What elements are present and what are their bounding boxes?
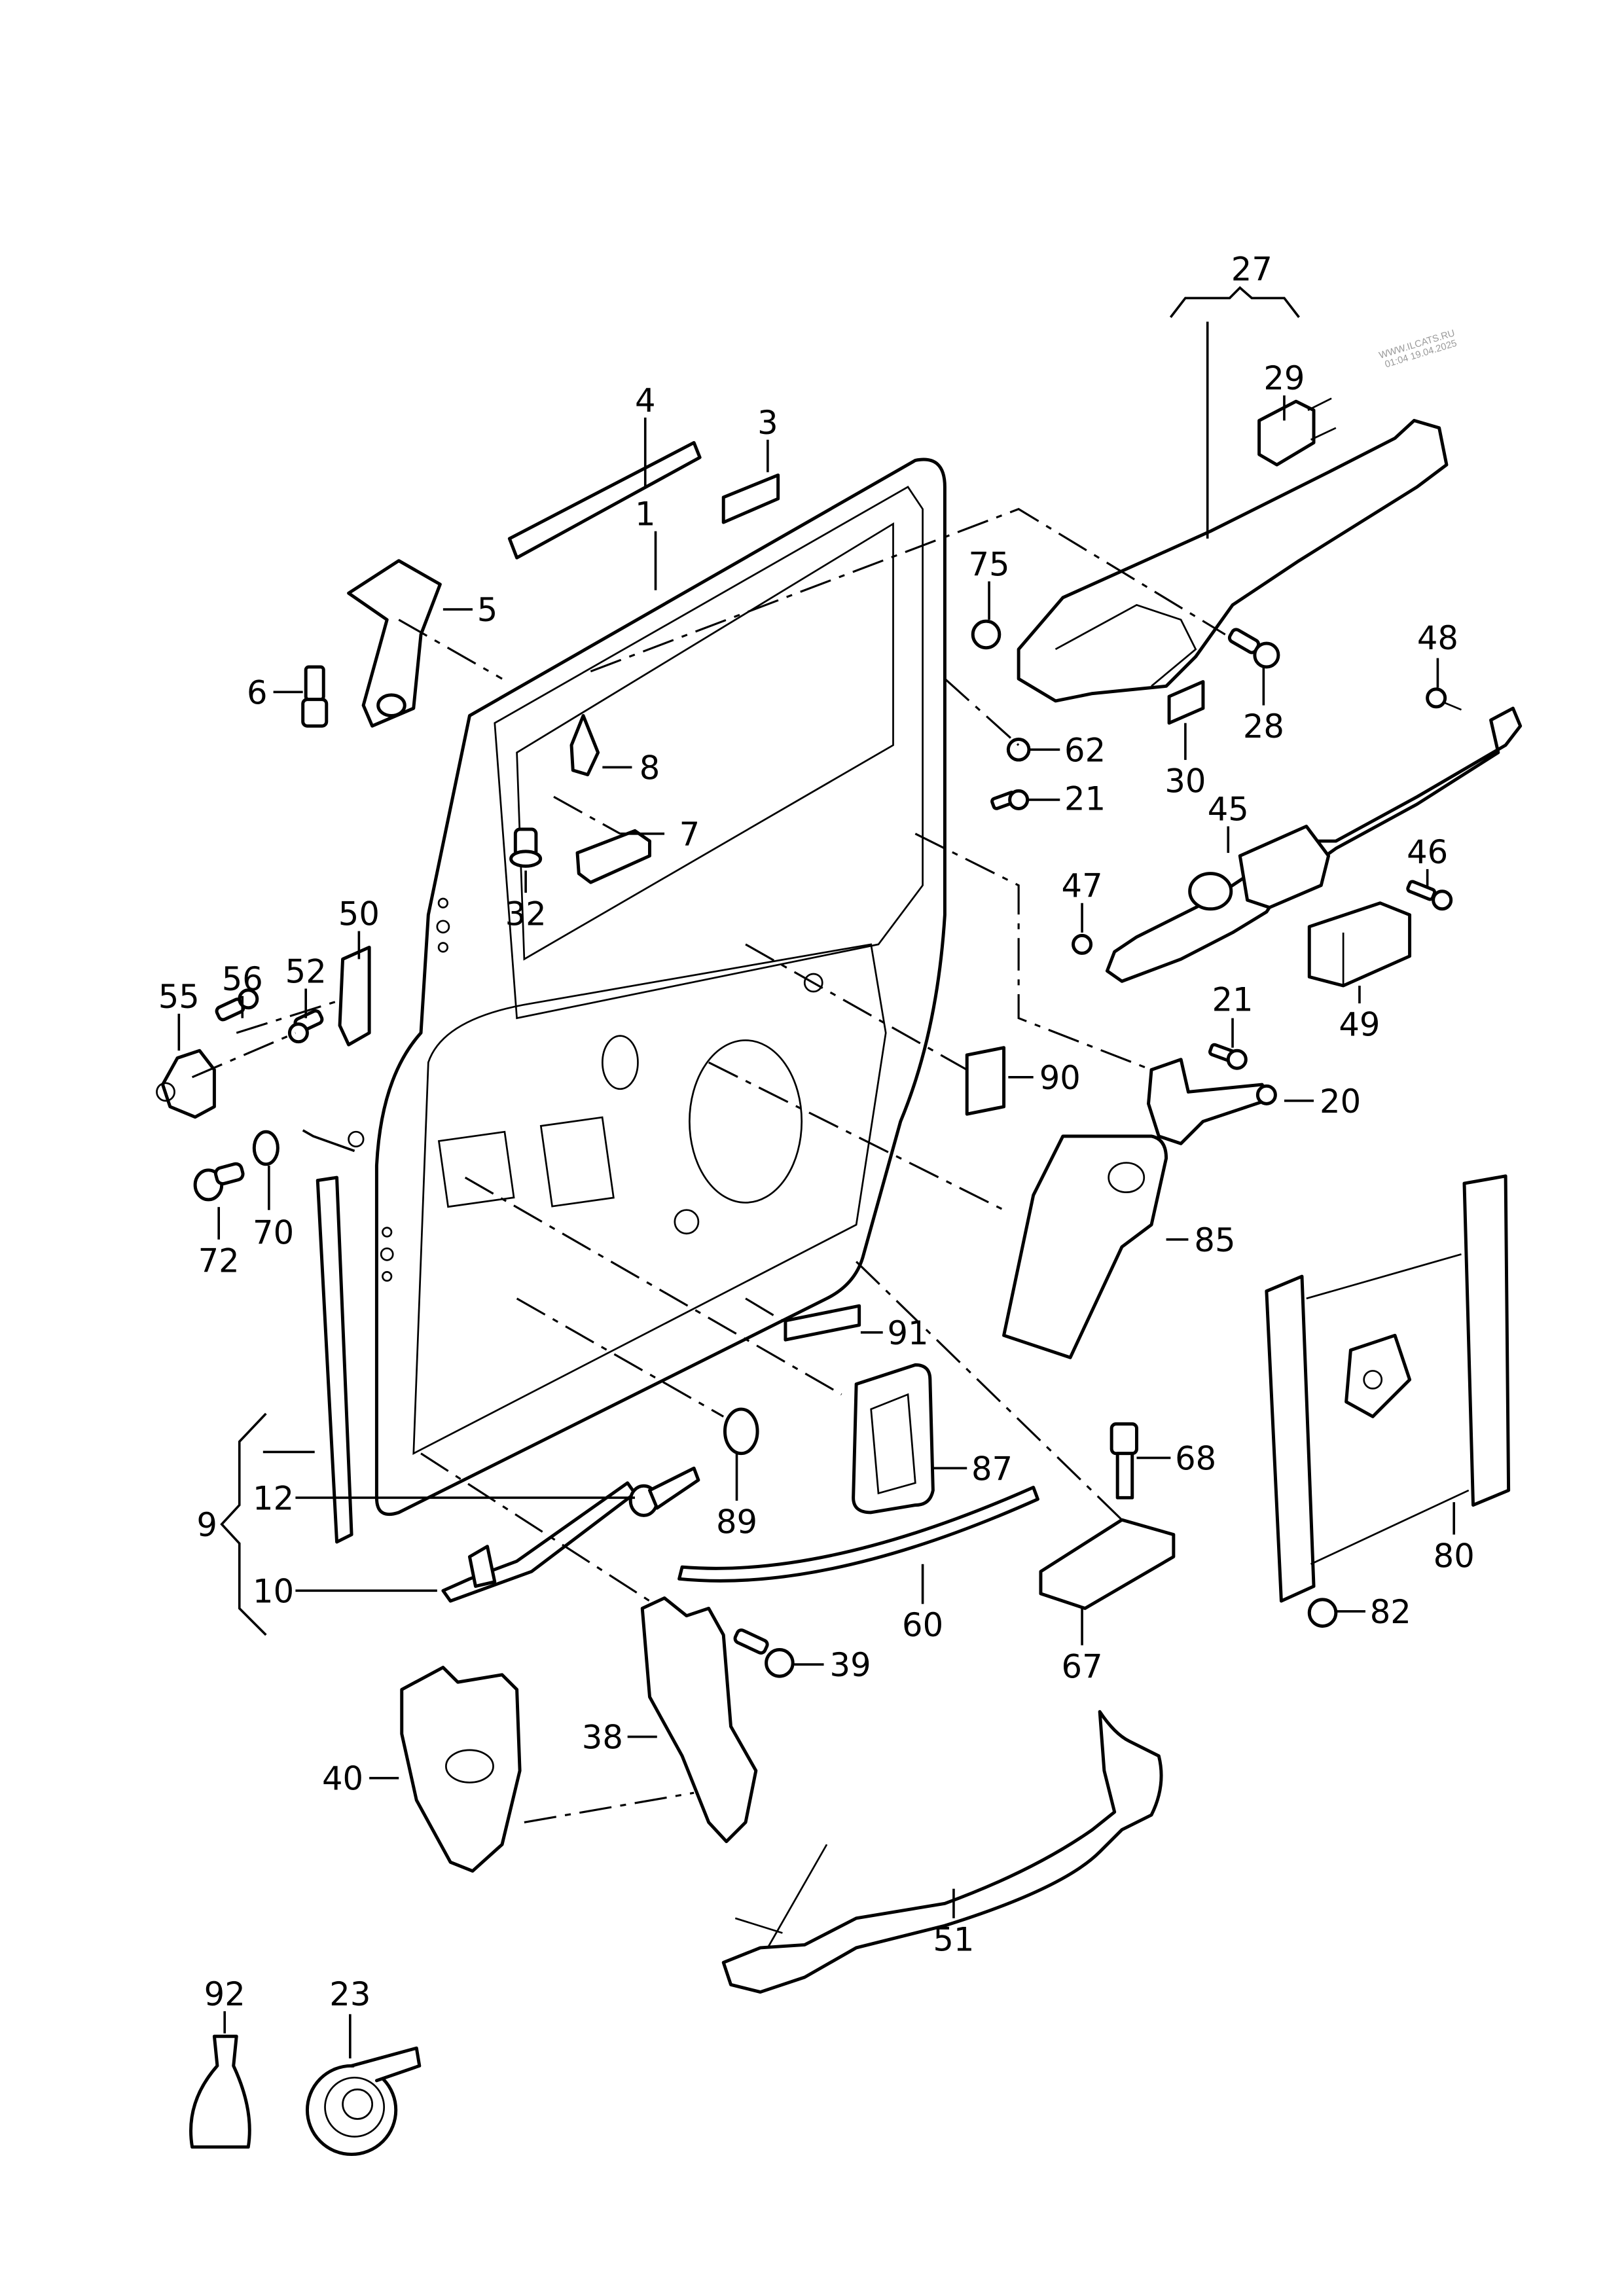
- callout-60[interactable]: 60: [902, 1606, 943, 1644]
- callout-90[interactable]: 90: [1039, 1059, 1081, 1097]
- callout-21-lower[interactable]: 21: [1212, 980, 1253, 1018]
- bushing-70[interactable]: [252, 1130, 280, 1166]
- guide-rod-10[interactable]: [441, 1481, 637, 1603]
- guide-block-67[interactable]: [1039, 1518, 1176, 1610]
- cap-75[interactable]: [971, 619, 1001, 650]
- label-sticker[interactable]: [721, 473, 780, 524]
- callout-91[interactable]: 91: [887, 1314, 928, 1352]
- callout-40[interactable]: 40: [322, 1760, 363, 1798]
- callout-70[interactable]: 70: [253, 1214, 294, 1252]
- callout-48[interactable]: 48: [1417, 619, 1458, 657]
- callout-49[interactable]: 49: [1339, 1006, 1380, 1044]
- callout-75[interactable]: 75: [968, 545, 1009, 583]
- bolt-6[interactable]: [301, 665, 329, 728]
- cover-40[interactable]: [400, 1666, 522, 1873]
- screw-21-lower[interactable]: [1208, 1043, 1248, 1070]
- callout-92[interactable]: 92: [204, 1975, 245, 2013]
- callout-51[interactable]: 51: [933, 1920, 974, 1958]
- mounting-bracket[interactable]: [347, 559, 442, 728]
- callout-56[interactable]: 56: [222, 960, 263, 998]
- window-trim-strip[interactable]: [507, 440, 702, 560]
- callout-55[interactable]: 55: [158, 978, 200, 1016]
- callout-52[interactable]: 52: [285, 952, 327, 990]
- bolt-56[interactable]: [215, 988, 259, 1022]
- striker-55[interactable]: [156, 1049, 216, 1119]
- retaining-clip[interactable]: [569, 713, 600, 777]
- pin-72[interactable]: [193, 1162, 245, 1202]
- nut-82[interactable]: [1307, 1598, 1338, 1628]
- watermark: WWW.ILCATS.RU 01:04 19.04.2025: [1378, 328, 1458, 370]
- callout-32[interactable]: 32: [505, 895, 547, 933]
- bolt-39[interactable]: [733, 1628, 795, 1678]
- window-regulator-80[interactable]: [1265, 1174, 1511, 1603]
- callout-9[interactable]: 9: [196, 1506, 217, 1544]
- bolt-28[interactable]: [1227, 628, 1280, 669]
- callout-38[interactable]: 38: [582, 1719, 623, 1757]
- callout-85[interactable]: 85: [1194, 1221, 1235, 1259]
- screw-21-upper[interactable]: [990, 789, 1030, 810]
- callout-87[interactable]: 87: [971, 1450, 1013, 1488]
- bolt-52[interactable]: [287, 1009, 324, 1044]
- bolt-68[interactable]: [1110, 1422, 1138, 1499]
- upper-rail-assembly[interactable]: [1017, 419, 1449, 703]
- callout-28[interactable]: 28: [1243, 708, 1284, 745]
- callout-7[interactable]: 7: [679, 816, 700, 853]
- callout-27[interactable]: 27: [1231, 250, 1272, 288]
- callout-50[interactable]: 50: [338, 895, 380, 933]
- nut-47[interactable]: [1072, 933, 1093, 955]
- striker-plate-50[interactable]: [338, 945, 371, 1047]
- bolt-46[interactable]: [1406, 880, 1453, 911]
- callout-67[interactable]: 67: [1062, 1647, 1103, 1685]
- callout-3[interactable]: 3: [757, 404, 778, 442]
- callout-72[interactable]: 72: [198, 1242, 240, 1280]
- callout-46[interactable]: 46: [1407, 833, 1448, 871]
- callout-47[interactable]: 47: [1062, 867, 1103, 905]
- bolt-48[interactable]: [1426, 687, 1462, 711]
- callout-21-upper[interactable]: 21: [1064, 780, 1106, 818]
- callout-20[interactable]: 20: [1320, 1083, 1361, 1121]
- tape-roll-23[interactable]: [305, 2046, 422, 2157]
- plug-89[interactable]: [723, 1407, 759, 1456]
- callout-8[interactable]: 8: [640, 749, 660, 787]
- pad-91[interactable]: [784, 1304, 861, 1342]
- leader-lines: [177, 286, 1456, 2059]
- callout-82[interactable]: 82: [1370, 1593, 1411, 1631]
- cable-harness-51[interactable]: [721, 1710, 1163, 1994]
- seal-strip-60[interactable]: [677, 1486, 1039, 1583]
- grease-bag-92[interactable]: [189, 2034, 251, 2149]
- callout-12[interactable]: 12: [253, 1479, 294, 1517]
- foam-pad-90[interactable]: [965, 1046, 1006, 1116]
- insulation-panel-85[interactable]: [1002, 1134, 1168, 1359]
- handle-cover-87[interactable]: [852, 1363, 935, 1515]
- callout-4[interactable]: 4: [635, 382, 656, 420]
- assembly-lines: [191, 508, 1226, 1823]
- callout-45[interactable]: 45: [1208, 791, 1249, 829]
- glass-run-channel[interactable]: [316, 1175, 353, 1544]
- screw-62[interactable]: [1006, 738, 1031, 762]
- callout-1[interactable]: 1: [635, 495, 656, 533]
- callout-23[interactable]: 23: [329, 1975, 370, 2013]
- plug-32[interactable]: [509, 827, 543, 868]
- callout-29[interactable]: 29: [1263, 359, 1305, 397]
- control-module-49[interactable]: [1307, 901, 1412, 988]
- bushing-12[interactable]: [628, 1466, 700, 1517]
- pad-30[interactable]: [1167, 680, 1205, 725]
- door-shell[interactable]: [348, 457, 947, 1516]
- callout-39[interactable]: 39: [830, 1646, 871, 1684]
- door-lock-actuator[interactable]: [1105, 706, 1523, 983]
- callout-labels: 1 3 4 5 6 7 8 32 27 29 28 30 75 62 21 48…: [158, 250, 1475, 2013]
- callout-30[interactable]: 30: [1164, 762, 1206, 800]
- cover-piece[interactable]: [575, 829, 651, 884]
- callout-80[interactable]: 80: [1434, 1537, 1475, 1575]
- callout-62[interactable]: 62: [1064, 731, 1106, 769]
- lower-hinge-20[interactable]: [1147, 1058, 1277, 1145]
- callout-68[interactable]: 68: [1175, 1439, 1216, 1477]
- callout-10[interactable]: 10: [253, 1572, 294, 1610]
- callout-6[interactable]: 6: [247, 673, 268, 711]
- relay-29[interactable]: [1257, 397, 1337, 467]
- callout-89[interactable]: 89: [716, 1503, 757, 1541]
- callout-5[interactable]: 5: [477, 591, 498, 629]
- lower-guide-arm-38[interactable]: [640, 1596, 758, 1844]
